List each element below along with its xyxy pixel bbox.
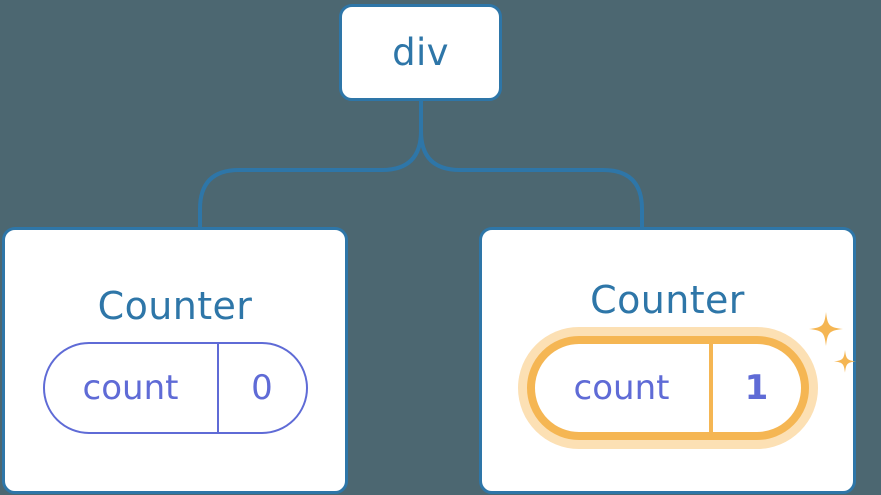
node-counter-right[interactable]: Counter count 1	[479, 227, 856, 494]
state-key-right: count	[573, 368, 670, 408]
state-pill-left-wrap: count 0	[42, 342, 308, 434]
state-pill-right[interactable]: count 1	[526, 336, 809, 440]
node-div-label: div	[392, 31, 449, 74]
counter-left-body: Counter count 0	[5, 230, 345, 491]
state-key-left: count	[82, 368, 179, 408]
node-counter-left[interactable]: Counter count 0	[2, 227, 348, 494]
state-value-right: 1	[708, 344, 801, 432]
edge-div-to-counter-right	[419, 101, 644, 228]
counter-right-body: Counter count 1	[482, 230, 856, 491]
node-counter-right-title: Counter	[590, 278, 745, 322]
edge-div-to-counter-left	[198, 101, 423, 228]
node-counter-left-title: Counter	[97, 284, 253, 328]
state-pill-right-wrap: count 1	[526, 312, 856, 440]
node-div[interactable]: div	[339, 4, 502, 101]
state-pill-left[interactable]: count 0	[42, 342, 308, 434]
sparkle-icon	[808, 312, 856, 373]
state-value-left: 0	[216, 344, 306, 432]
